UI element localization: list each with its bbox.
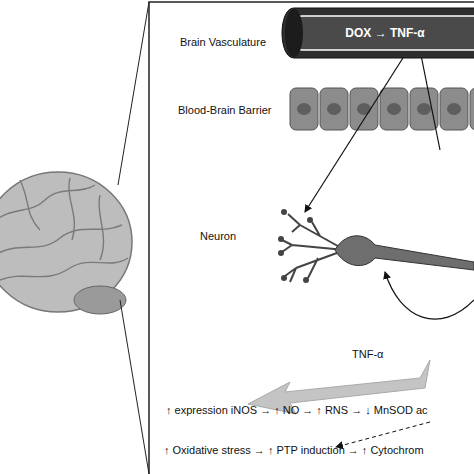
pathway-text: ↑ expression iNOS → ↑ NO → ↑ RNS → ↓ MnS…: [166, 404, 428, 417]
diffusion-arrow: [305, 50, 408, 212]
node-text: DOX → TNF-α: [280, 26, 474, 40]
zoom-frame: [149, 2, 474, 474]
neuron-illustration: [278, 209, 474, 283]
zoom-line: [120, 300, 149, 474]
cell-label: Neuron: [200, 230, 236, 243]
feedback-arrow: [385, 272, 474, 319]
endothelial-cells: [290, 88, 474, 130]
diffusion-line: [420, 50, 440, 150]
region-label: Brain Vasculature: [180, 36, 266, 49]
pathway-text: ↑ Oxidative stress → ↑ PTP induction → ↑…: [164, 444, 424, 457]
region-label: Blood-Brain Barrier: [178, 104, 272, 117]
signal-label: TNF-α: [352, 348, 383, 361]
brain-illustration: [0, 172, 132, 314]
zoom-line: [118, 2, 149, 185]
blood-vessel: DOX → TNF-α: [280, 6, 474, 60]
feedback-dashed-arrow: [336, 422, 430, 447]
